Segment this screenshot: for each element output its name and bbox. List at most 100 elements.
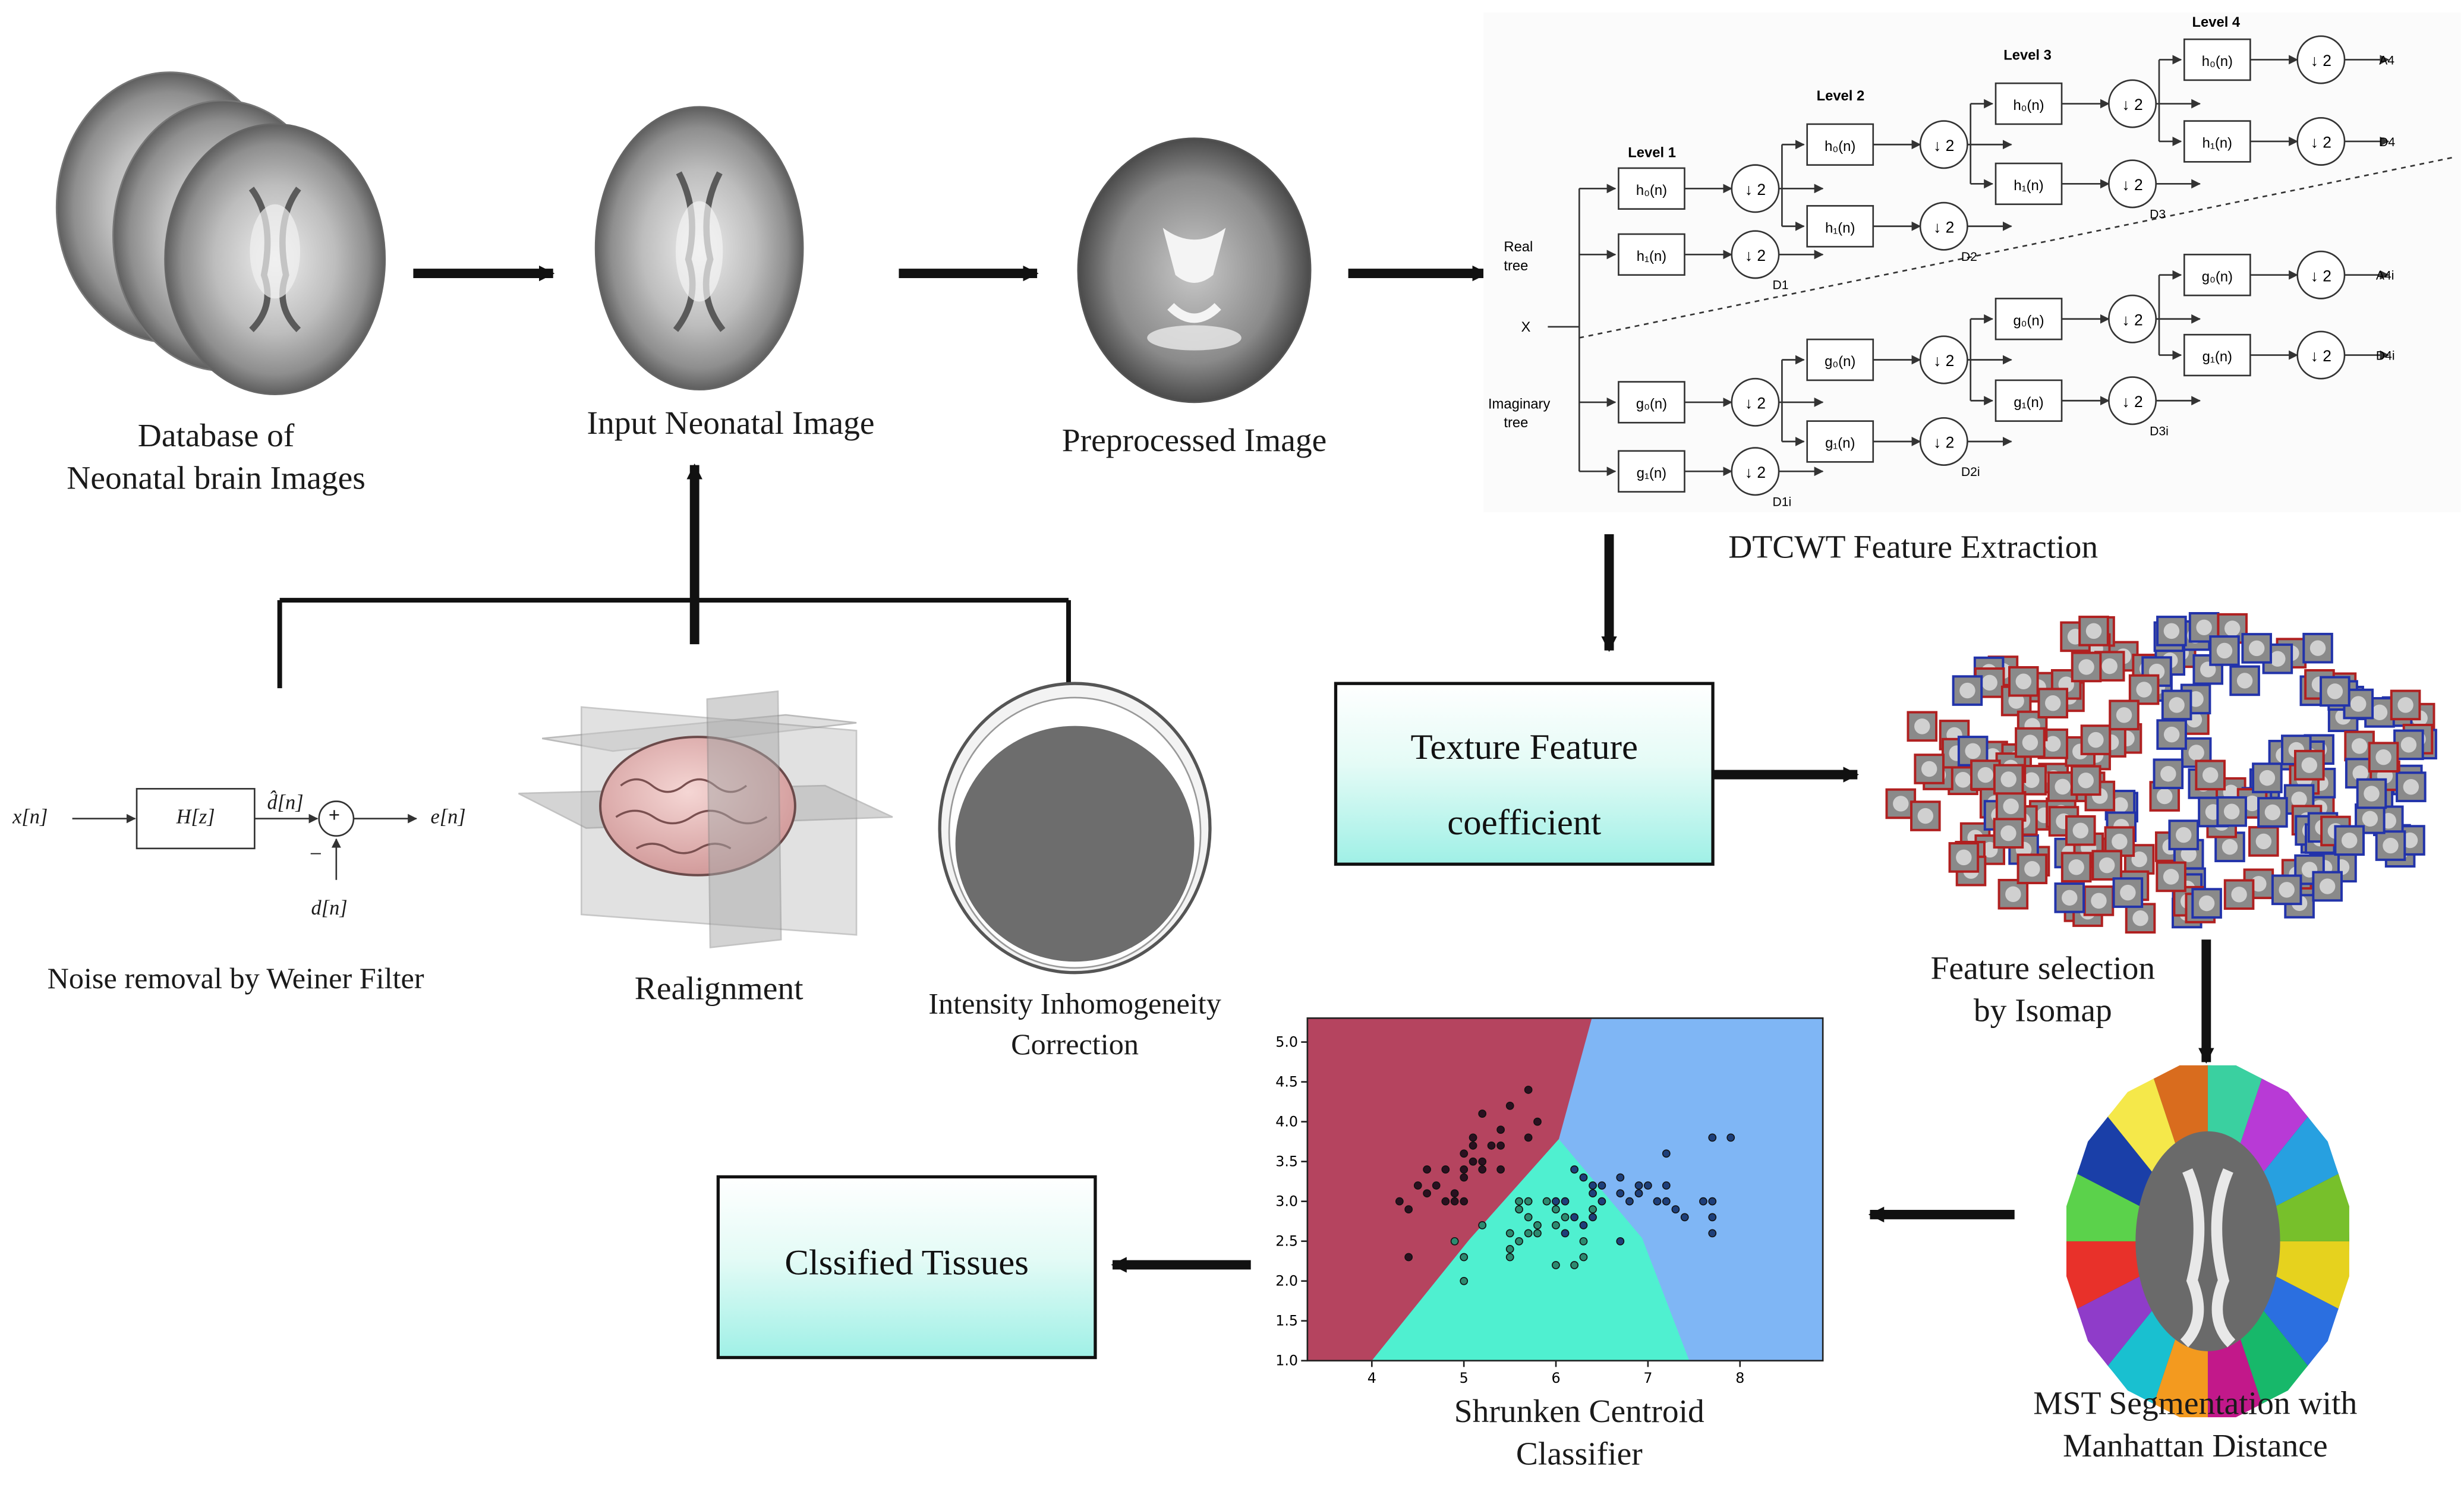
isomap-thumbnail-brain bbox=[1917, 808, 1934, 824]
filter-minus-label: − bbox=[309, 843, 322, 868]
scatter-point-series-3 bbox=[1625, 1197, 1634, 1206]
real-l3-h0-box bbox=[1994, 82, 2063, 125]
real-l1-h0-label: h₀(n) bbox=[1636, 182, 1667, 198]
isomap-thumbnail-brain bbox=[1955, 772, 1971, 788]
classified-box-label: Clssified Tissues bbox=[784, 1243, 1029, 1282]
y-tick-label: 3.0 bbox=[1275, 1193, 1298, 1210]
input-brain-image bbox=[594, 106, 804, 391]
imag-output-d1i: D1i bbox=[1773, 495, 1792, 509]
level-label-2: Level 2 bbox=[1817, 88, 1865, 104]
scatter-point-series-2 bbox=[1552, 1261, 1560, 1269]
scatter-point-series-1 bbox=[1413, 1181, 1422, 1190]
isomap-thumbnail bbox=[1907, 711, 1938, 742]
scatter-point-series-2 bbox=[1450, 1237, 1459, 1246]
isomap-thumbnail-brain bbox=[2364, 786, 2380, 802]
scatter-point-series-1 bbox=[1450, 1189, 1459, 1198]
mst-ventricles bbox=[2180, 1168, 2236, 1348]
real-l3-h0-label: h₀(n) bbox=[2013, 97, 2044, 113]
y-tick-label: 3.5 bbox=[1275, 1153, 1298, 1170]
x-tick-label: 5 bbox=[1460, 1370, 1469, 1386]
y-tick-label: 4.5 bbox=[1275, 1074, 1298, 1090]
isomap-thumbnail-brain bbox=[1956, 849, 1972, 866]
scatter-point-series-1 bbox=[1432, 1181, 1441, 1190]
filter-sum-label: + bbox=[328, 803, 341, 827]
scatter-point-series-3 bbox=[1579, 1221, 1588, 1229]
caption-database-line1: Database of bbox=[137, 416, 295, 455]
scatter-point-series-1 bbox=[1524, 1133, 1533, 1142]
scatter-point-series-3 bbox=[1561, 1229, 1570, 1238]
isomap-thumbnail-brain bbox=[2072, 822, 2089, 838]
filter-estimate-label: d̂[n] bbox=[267, 790, 304, 814]
scatter-point-series-3 bbox=[1552, 1197, 1560, 1206]
isomap-thumbnail-brain bbox=[2341, 833, 2358, 849]
database-brain-stack bbox=[55, 71, 386, 395]
caption-intensity: Intensity Inhomogeneity Correction bbox=[880, 985, 1270, 1067]
imag-l3-g0-box bbox=[1994, 298, 2063, 340]
imag-l1-g1-down-label: ↓ 2 bbox=[1745, 464, 1766, 481]
isomap-thumbnail-brain bbox=[2202, 767, 2219, 783]
filter-block bbox=[136, 788, 256, 850]
isomap-thumbnail-brain bbox=[1959, 682, 1975, 699]
imag-l1-g0-label: g₀(n) bbox=[1636, 396, 1667, 412]
isomap-thumbnail-brain bbox=[2112, 833, 2128, 850]
isomap-embedding-cluster bbox=[1885, 612, 2437, 934]
real-l4-h0-down-label: ↓ 2 bbox=[2311, 52, 2331, 70]
real-l4-h1-label: h₁(n) bbox=[2203, 135, 2232, 152]
isomap-thumbnail-brain bbox=[1981, 674, 1997, 691]
isomap-thumbnail-brain bbox=[2163, 869, 2179, 885]
scatter-point-series-2 bbox=[1579, 1253, 1588, 1262]
isomap-thumbnail bbox=[2191, 888, 2222, 919]
imag-l1-g1-label: g₁(n) bbox=[1637, 465, 1666, 481]
real-l2-h0-down-label: ↓ 2 bbox=[1933, 137, 1954, 155]
isomap-thumbnail-brain bbox=[2068, 859, 2084, 875]
isomap-thumbnail bbox=[2037, 688, 2069, 719]
preprocessing-bracket bbox=[277, 464, 1071, 689]
texture-box-label: Texture Feature coefficient bbox=[1335, 710, 1713, 861]
scatter-point-series-1 bbox=[1460, 1173, 1469, 1182]
isomap-thumbnail-brain bbox=[1921, 761, 1937, 777]
imag-l3-g1-label: g₁(n) bbox=[2014, 395, 2043, 411]
caption-database-line2: Neonatal brain Images bbox=[67, 459, 365, 497]
scatter-point-series-2 bbox=[1552, 1205, 1560, 1214]
imag-l3-g0-label: g₀(n) bbox=[2013, 313, 2044, 329]
imag-l1-g1-box bbox=[1618, 450, 1685, 493]
x-tick-label: 8 bbox=[1735, 1370, 1744, 1386]
scatter-point-series-2 bbox=[1533, 1221, 1542, 1229]
scatter-point-series-1 bbox=[1496, 1165, 1505, 1174]
isomap-thumbnail-brain bbox=[2176, 827, 2192, 843]
isomap-thumbnail-brain bbox=[2078, 773, 2094, 789]
scatter-point-series-2 bbox=[1505, 1253, 1514, 1262]
isomap-thumbnail-brain bbox=[2101, 658, 2118, 674]
scatter-point-series-3 bbox=[1671, 1205, 1680, 1214]
isomap-thumbnail-brain bbox=[2099, 857, 2115, 874]
isomap-thumbnail-brain bbox=[2352, 765, 2368, 781]
imag-l2-g0-label: g₀(n) bbox=[1825, 354, 1855, 370]
isomap-thumbnail-brain bbox=[2022, 734, 2038, 751]
isomap-thumbnail-brain bbox=[2078, 659, 2094, 675]
isomap-thumbnail-brain bbox=[2375, 749, 2391, 765]
real-imag-separator bbox=[1579, 156, 2455, 339]
imag-l2-g1-box bbox=[1806, 420, 1874, 463]
isomap-thumbnail-brain bbox=[2163, 726, 2180, 743]
isomap-thumbnail-brain bbox=[2024, 860, 2040, 877]
real-l4-h1-box bbox=[2183, 120, 2251, 163]
scatter-point-series-3 bbox=[1616, 1237, 1625, 1246]
isomap-thumbnail-brain bbox=[2088, 732, 2104, 748]
real-l4-h1-down-label: ↓ 2 bbox=[2311, 134, 2331, 152]
scatter-point-series-1 bbox=[1533, 1117, 1542, 1126]
imag-l4-g0-down-label: ↓ 2 bbox=[2311, 267, 2331, 285]
isomap-thumbnail bbox=[2078, 616, 2109, 647]
imag-l4-g0-box bbox=[2183, 254, 2251, 297]
scatter-point-series-1 bbox=[1469, 1133, 1477, 1142]
scatter-point-series-3 bbox=[1597, 1197, 1606, 1206]
real-output-d1: D1 bbox=[1773, 279, 1789, 292]
scatter-point-series-2 bbox=[1515, 1237, 1523, 1246]
scatter-point-series-1 bbox=[1450, 1197, 1459, 1206]
isomap-thumbnail-brain bbox=[2400, 737, 2417, 753]
isomap-thumbnail-brain bbox=[1965, 743, 1981, 759]
real-output-d3: D3 bbox=[2150, 208, 2166, 222]
isomap-thumbnail-brain bbox=[2236, 673, 2253, 689]
scatter-point-series-3 bbox=[1589, 1181, 1597, 1190]
imag-l1-g0-down-label: ↓ 2 bbox=[1745, 394, 1766, 412]
